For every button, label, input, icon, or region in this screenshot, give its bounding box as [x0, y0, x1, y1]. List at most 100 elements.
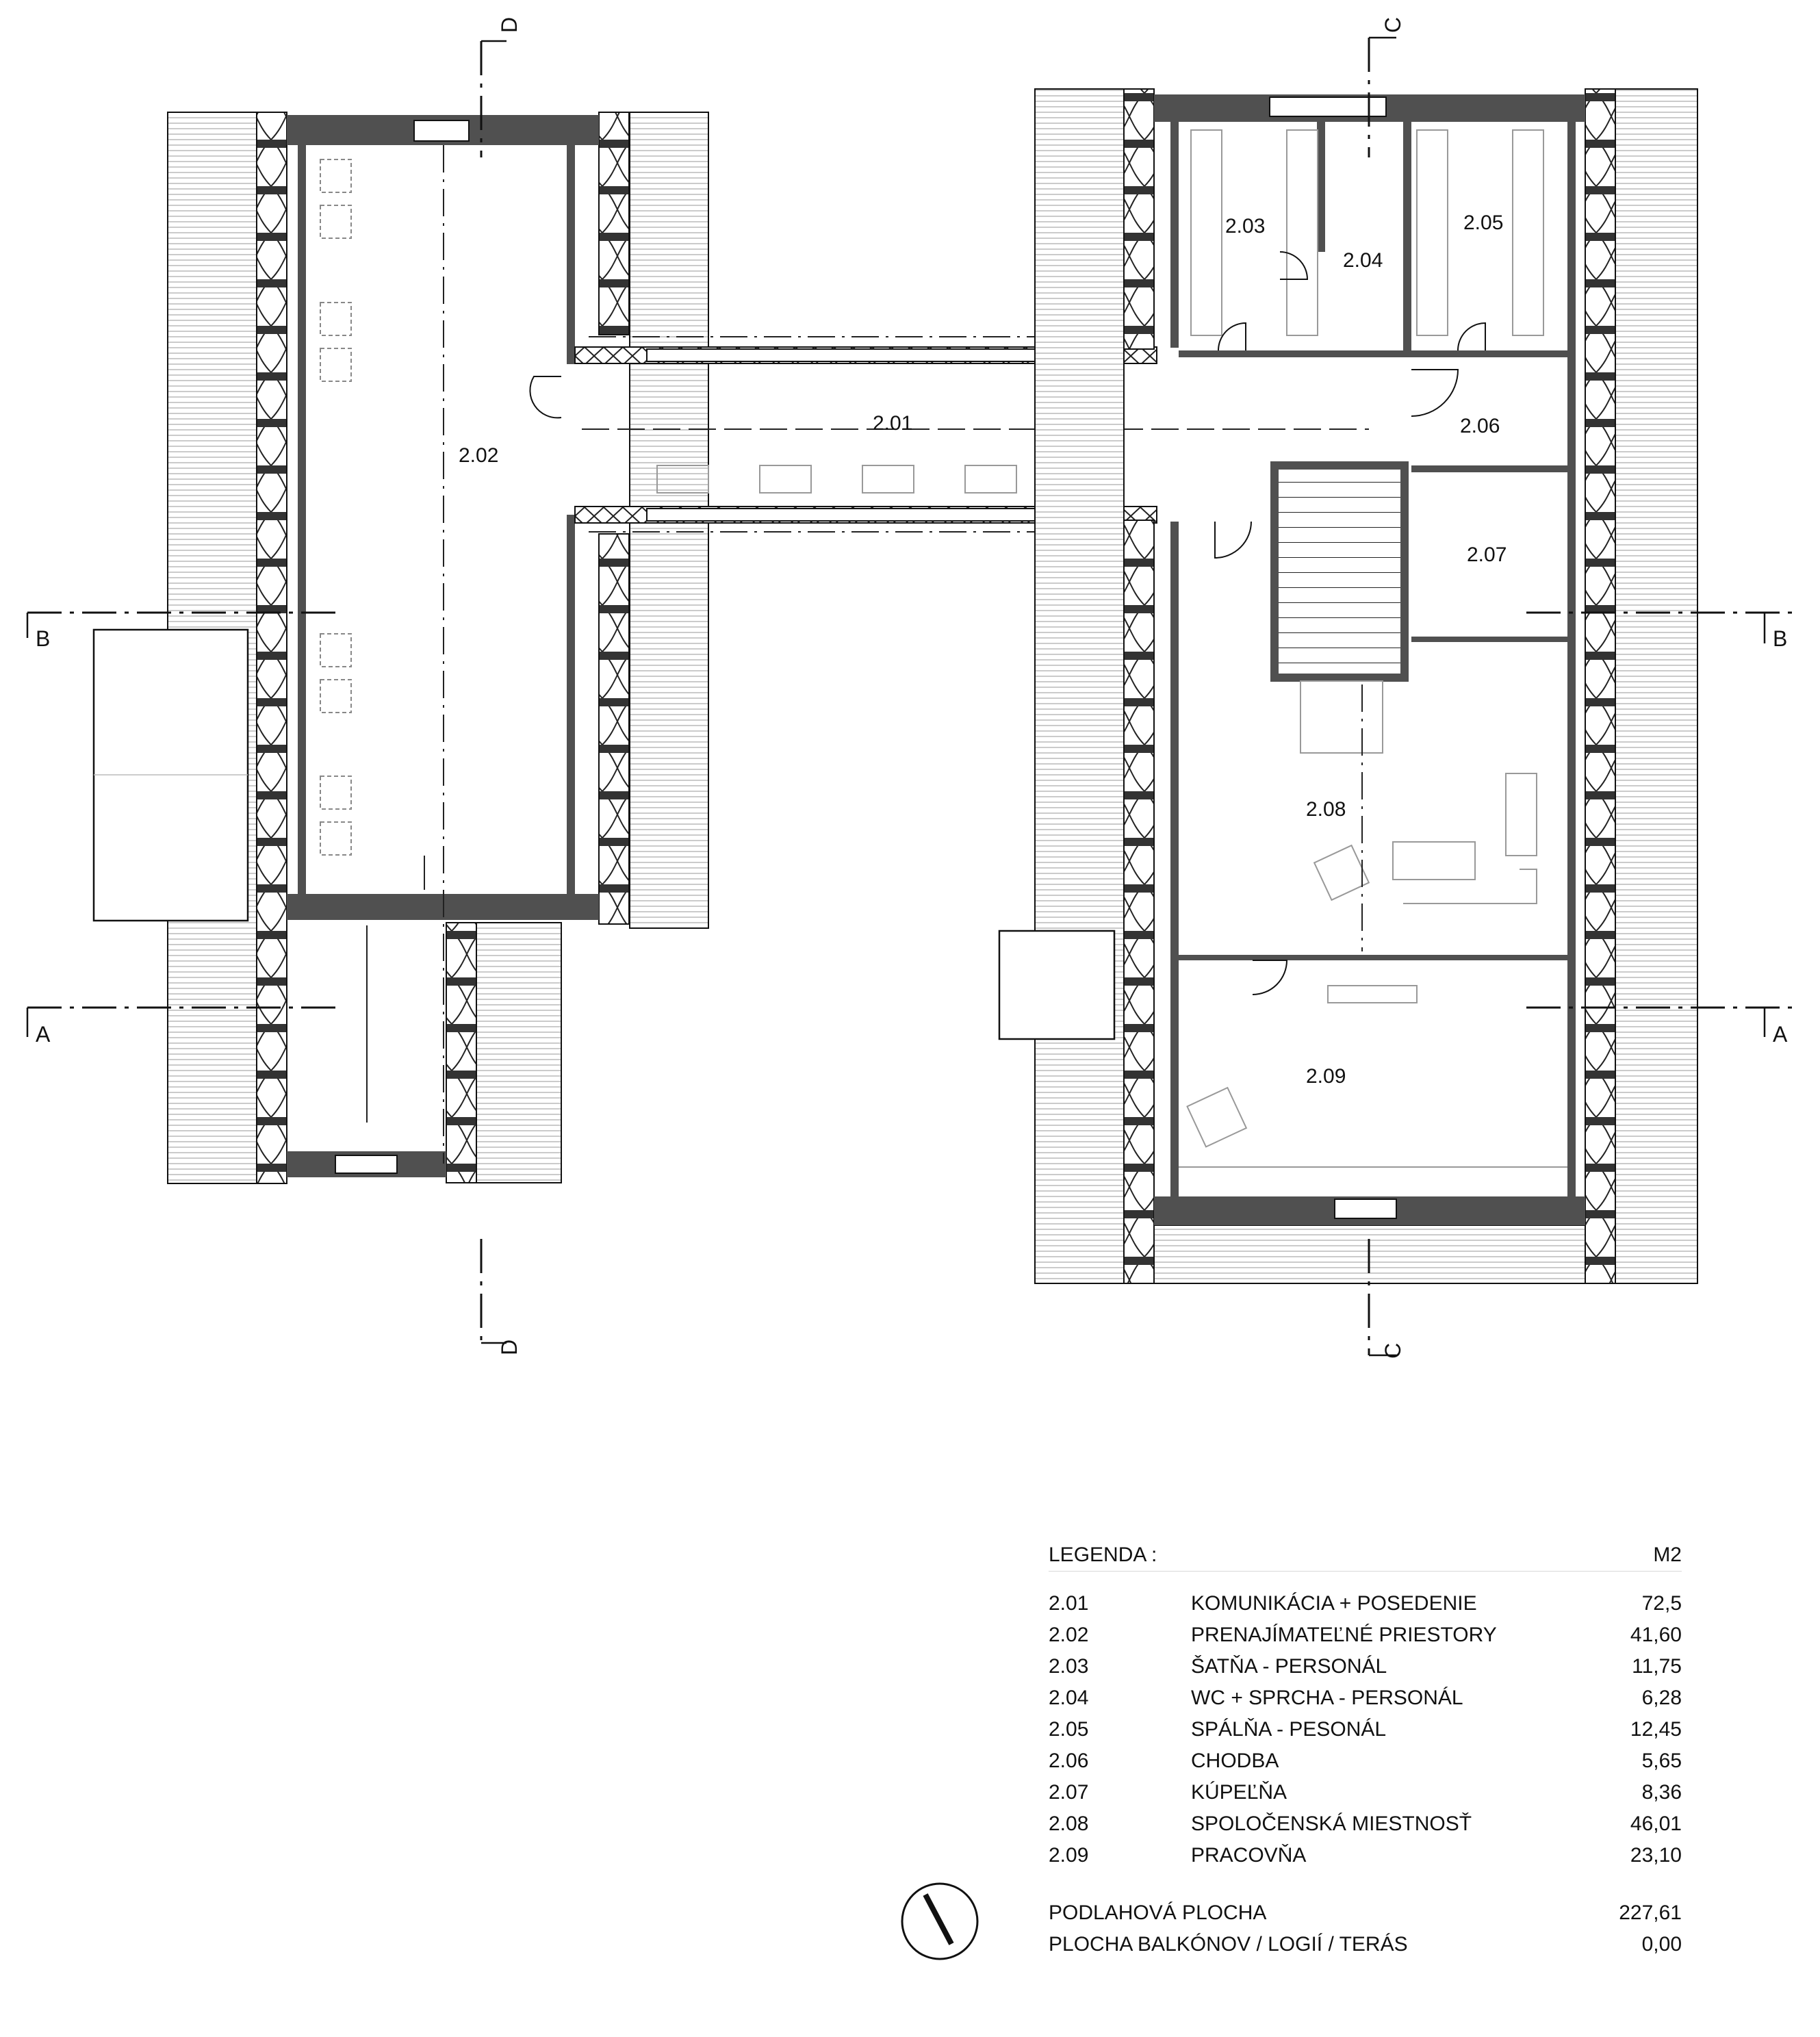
- room-label-2.02: 2.02: [459, 444, 498, 467]
- door-2.05: [1457, 322, 1486, 351]
- legend-code: 2.04: [1049, 1687, 1089, 1709]
- door-2.04: [1279, 251, 1309, 280]
- legend-row: 2.04 WC + SPRCHA - PERSONÁL 6,28: [1049, 1687, 1682, 1718]
- legend-area: 12,45: [1630, 1718, 1682, 1741]
- room-label-2.01: 2.01: [873, 412, 912, 435]
- door-2.09: [1252, 960, 1288, 995]
- legend-name: WC + SPRCHA - PERSONÁL: [1191, 1687, 1463, 1709]
- insulation-right-lower: [598, 533, 630, 925]
- legend-code: 2.06: [1049, 1750, 1089, 1772]
- legend-total-area: 0,00: [1641, 1933, 1682, 1956]
- legend-total-name: PLOCHA BALKÓNOV / LOGIÍ / TERÁS: [1049, 1933, 1408, 1956]
- legend-area: 41,60: [1630, 1624, 1682, 1646]
- door-2.02: [529, 376, 562, 419]
- room-label-2.05: 2.05: [1463, 212, 1503, 234]
- window-r-top: [1269, 97, 1387, 117]
- north-arrow-icon: [901, 1882, 979, 1960]
- legend-name: PRACOVŇA: [1191, 1844, 1307, 1867]
- corridor-glass-top: [646, 348, 1075, 362]
- wall-r-right: [1567, 122, 1576, 1196]
- insulation-r-left-lower: [1123, 520, 1155, 1284]
- door-stair: [1214, 521, 1252, 559]
- room-label-2.06: 2.06: [1460, 415, 1500, 437]
- window-annex: [335, 1155, 398, 1174]
- wall-2.03-2.04: [1317, 122, 1325, 252]
- room-label-2.09: 2.09: [1306, 1065, 1346, 1088]
- wall-2.07: [1411, 465, 1567, 472]
- legend-code: 2.03: [1049, 1655, 1089, 1678]
- window-top: [413, 120, 470, 142]
- insulation-annex: [446, 922, 477, 1183]
- insulation-left: [256, 112, 287, 1184]
- left-wing: [92, 112, 709, 1184]
- legend-name: SPOLOČENSKÁ MIESTNOSŤ: [1191, 1812, 1472, 1835]
- room-label-2.04: 2.04: [1343, 249, 1383, 272]
- section-label-a-left: A: [36, 1022, 51, 1047]
- furniture-2.09: [1179, 985, 1567, 1168]
- stair-core: [1270, 461, 1409, 682]
- legend-total-floor: PODLAHOVÁ PLOCHA 227,61: [1049, 1901, 1682, 1933]
- legend-area: 8,36: [1641, 1781, 1682, 1804]
- legend-code: 2.07: [1049, 1781, 1089, 1804]
- legend-header: LEGENDA : M2: [1049, 1543, 1682, 1572]
- legend-area: 5,65: [1641, 1750, 1682, 1772]
- legend-name: KOMUNIKÁCIA + POSEDENIE: [1191, 1592, 1477, 1615]
- legend-area: 46,01: [1630, 1812, 1682, 1835]
- legend-name: PRENAJÍMATEĽNÉ PRIESTORY: [1191, 1624, 1497, 1646]
- section-label-d-bottom: D: [497, 1340, 522, 1355]
- legend-total-name: PODLAHOVÁ PLOCHA: [1049, 1901, 1267, 1924]
- right-wing: [998, 88, 1698, 1284]
- room-label-2.03: 2.03: [1225, 215, 1265, 238]
- wall-r-left: [1170, 122, 1179, 348]
- legend-name: SPÁLŇA - PESONÁL: [1191, 1718, 1387, 1741]
- wall-2.08-2.09: [1179, 955, 1567, 960]
- roof-overhang-lower-right: [472, 922, 562, 1183]
- window-r-bottom: [1334, 1199, 1397, 1219]
- corridor-glass-bottom: [646, 508, 1075, 522]
- annex-box-right: [998, 930, 1116, 1040]
- legend-area: 23,10: [1630, 1844, 1682, 1867]
- legend-total-area: 227,61: [1619, 1901, 1682, 1924]
- legend-code: 2.02: [1049, 1624, 1089, 1646]
- legend-name: CHODBA: [1191, 1750, 1279, 1772]
- legend-area: 6,28: [1641, 1687, 1682, 1709]
- wall-right: [567, 145, 575, 364]
- door-2.06: [1411, 369, 1459, 417]
- insulation-right: [598, 112, 630, 335]
- legend-row: 2.06 CHODBA 5,65: [1049, 1750, 1682, 1781]
- legend-title: LEGENDA :: [1049, 1543, 1157, 1566]
- wall-right-lower: [567, 515, 575, 894]
- section-label-c-top: C: [1381, 17, 1405, 33]
- legend-row: 2.08 SPOLOČENSKÁ MIESTNOSŤ 46,01: [1049, 1812, 1682, 1844]
- legend-area: 72,5: [1641, 1592, 1682, 1615]
- legend-unit: M2: [1653, 1543, 1682, 1566]
- wall-2.03-bottom: [1179, 350, 1405, 357]
- legend-name: ŠATŇA - PERSONÁL: [1191, 1655, 1387, 1678]
- furniture-2.03-2.05: [1190, 129, 1544, 336]
- legend-row: 2.03 ŠATŇA - PERSONÁL 11,75: [1049, 1655, 1682, 1687]
- room-label-2.07: 2.07: [1467, 543, 1507, 566]
- legend-total-balcony: PLOCHA BALKÓNOV / LOGIÍ / TERÁS 0,00: [1049, 1933, 1682, 1964]
- legend-area: 11,75: [1632, 1655, 1682, 1678]
- section-label-b-left: B: [36, 626, 50, 651]
- section-label-a-right: A: [1773, 1022, 1788, 1047]
- wall-left: [298, 145, 306, 894]
- door-2.03: [1218, 322, 1246, 351]
- section-markers: [26, 36, 1766, 1357]
- wall-2.04-2.05: [1403, 122, 1411, 355]
- legend-code: 2.08: [1049, 1812, 1089, 1835]
- furniture-2.08: [1300, 680, 1537, 904]
- insulation-r-right: [1585, 88, 1616, 1284]
- room-label-2.08: 2.08: [1306, 798, 1346, 821]
- furniture-tables-2.02: [320, 159, 352, 856]
- section-label-d-top: D: [497, 17, 522, 33]
- roof-overhang-r-right: [1615, 88, 1698, 1284]
- roof-overhang-r-left: [1034, 88, 1125, 1284]
